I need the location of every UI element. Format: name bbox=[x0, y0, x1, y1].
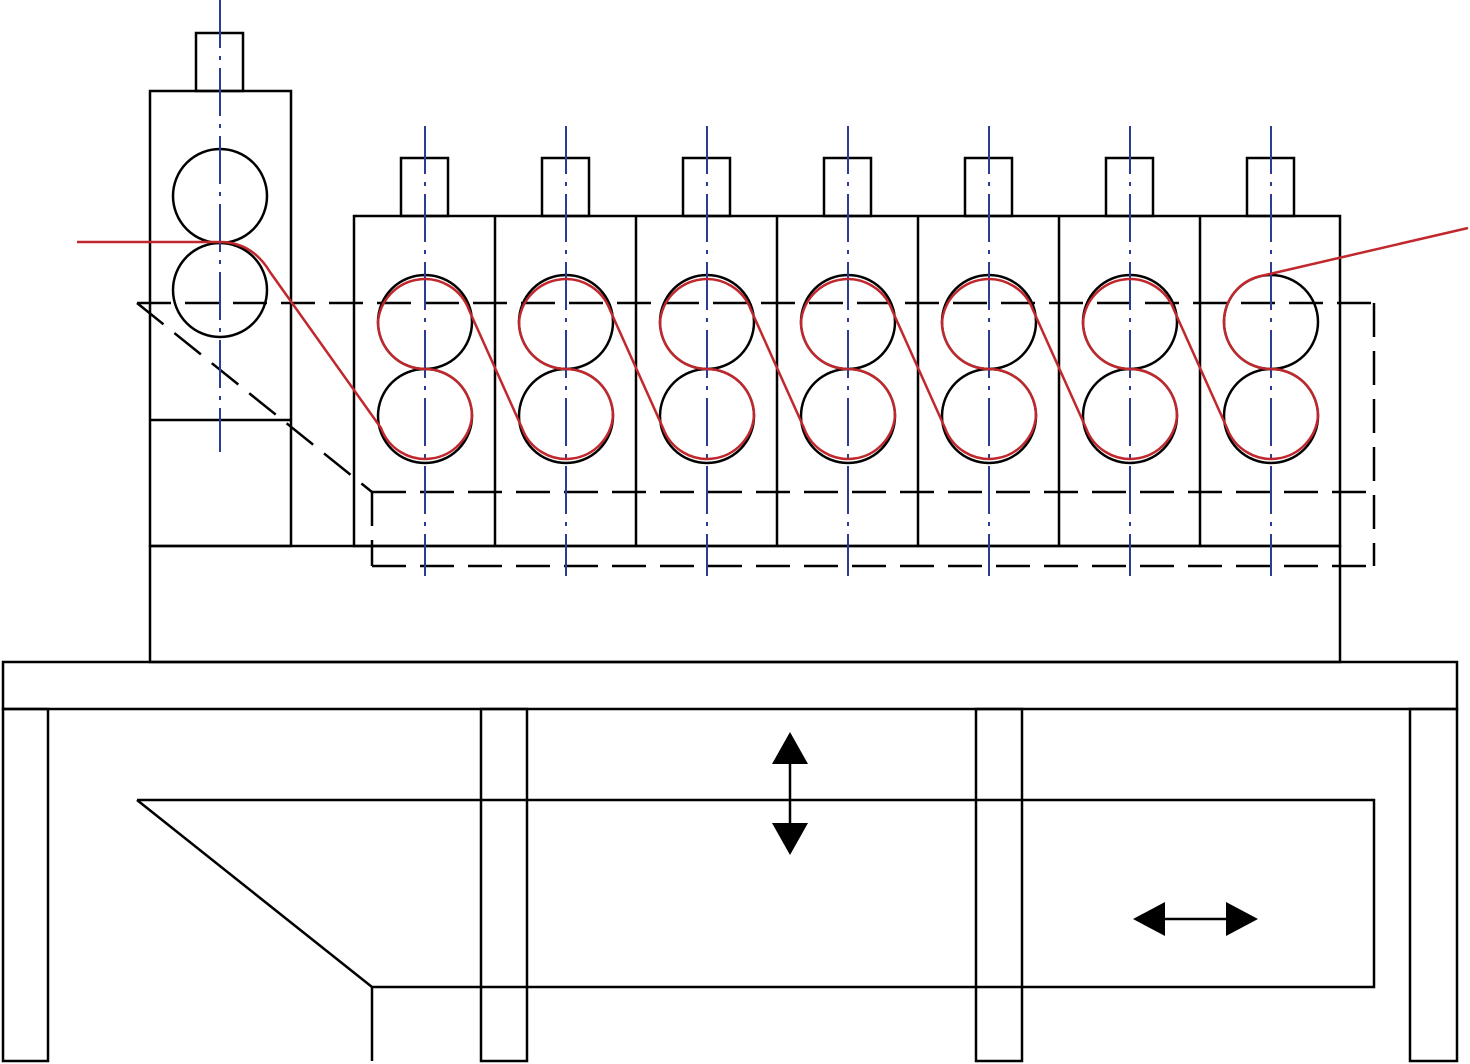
hidden-lines bbox=[136, 301, 1376, 568]
housing-base bbox=[148, 544, 1342, 664]
table-top bbox=[1, 660, 1459, 711]
strip-path bbox=[77, 226, 1469, 461]
right-leg bbox=[1408, 707, 1459, 1063]
left-leg bbox=[1, 707, 50, 1063]
vertical-double-arrow-icon bbox=[772, 732, 808, 855]
base-frame bbox=[1, 660, 1459, 1063]
middle-post-left bbox=[479, 707, 529, 1063]
entry-rolls bbox=[171, 0, 269, 452]
lower-carriage-outline bbox=[136, 798, 1376, 989]
middle-post-right bbox=[974, 707, 1024, 1063]
leveler-stands bbox=[376, 126, 1320, 576]
horizontal-double-arrow-icon bbox=[1133, 902, 1258, 936]
